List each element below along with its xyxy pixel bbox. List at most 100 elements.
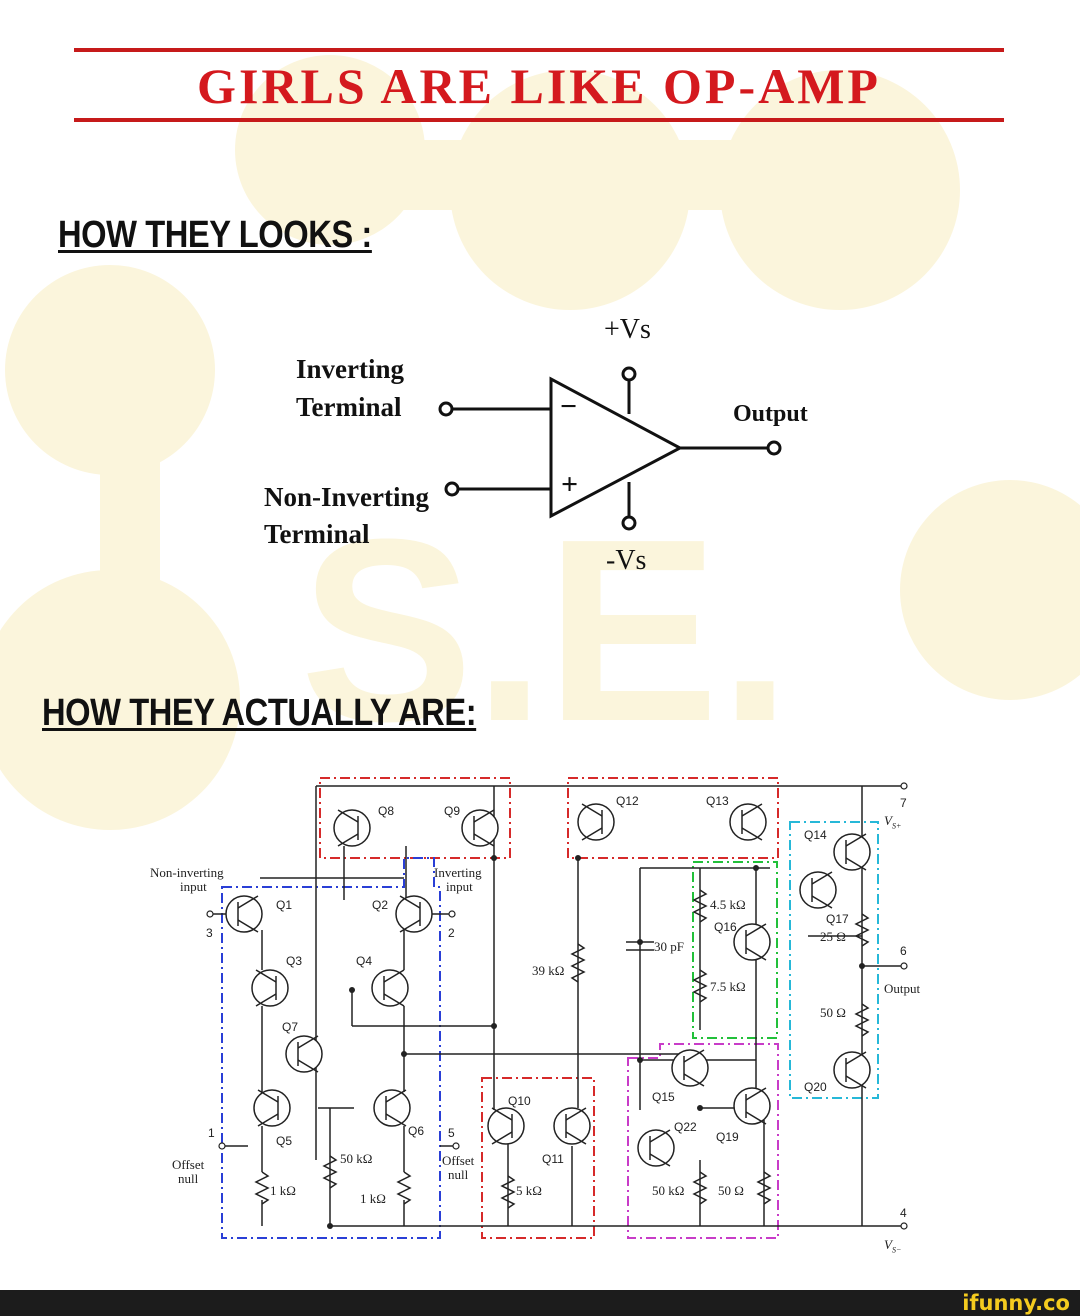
transistor-q1 (225, 895, 263, 933)
title-bottom-rule (74, 118, 1004, 122)
noninv-input-label-1: Non-inverting (150, 865, 224, 880)
label-q11: Q11 (542, 1152, 564, 1166)
pin-7-label: 7 (900, 796, 907, 810)
label-r-1k-a: 1 kΩ (270, 1183, 296, 1198)
resistor-5k (500, 1175, 516, 1209)
transistor-q19 (733, 1087, 771, 1125)
vs-minus-label: VS− (884, 1238, 901, 1258)
label-q13: Q13 (706, 794, 729, 808)
resistor-25 (854, 913, 870, 947)
pin-5-label: 5 (448, 1126, 455, 1140)
label-q10: Q10 (508, 1094, 531, 1108)
pin-1-label: 1 (208, 1126, 215, 1140)
label-q16: Q16 (714, 920, 737, 934)
schematic-output-label: Output (884, 981, 921, 996)
resistor-1k-a (254, 1171, 270, 1205)
transistor-q2 (395, 895, 433, 933)
transistor-q7 (285, 1035, 323, 1073)
protect-box-q15-q19-q22 (627, 1043, 779, 1239)
resistor-50-right (756, 1171, 772, 1205)
heading-how-they-actually-are: HOW THEY ACTUALLY ARE: (42, 692, 477, 734)
offset-null-left-1: Offset (172, 1157, 205, 1172)
output-box-q14-q20 (789, 821, 879, 1099)
transistor-q16 (733, 923, 771, 961)
label-q17: Q17 (826, 912, 849, 926)
heading-how-they-looks: HOW THEY LOOKS : (58, 214, 372, 256)
label-r-1k-b: 1 kΩ (360, 1191, 386, 1206)
footer-bar: ifunny.co (0, 1290, 1080, 1316)
transistor-q12 (577, 803, 615, 841)
resistor-50k-left (322, 1155, 338, 1189)
transistor-q22 (637, 1129, 675, 1167)
noninverting-terminal-label-1: Non-Inverting (264, 482, 430, 512)
pin-6-label: 6 (900, 944, 907, 958)
offset-null-left-2: null (178, 1171, 199, 1186)
inverting-terminal-label-1: Inverting (296, 354, 404, 384)
inverting-terminal-label-2: Terminal (296, 392, 402, 422)
mirror-box-q12-q13 (567, 777, 779, 859)
resistor-39k (570, 943, 586, 983)
label-q5: Q5 (276, 1134, 293, 1148)
vminus-label: -Vs (606, 545, 647, 576)
ifunny-watermark[interactable]: ifunny.co (962, 1291, 1070, 1315)
transistor-q14 (833, 833, 871, 871)
pin-3-label: 3 (206, 926, 213, 940)
page-title: GIRLS ARE LIKE OP-AMP (197, 58, 881, 114)
transistor-q11 (553, 1107, 591, 1145)
resistor-4-5k (692, 889, 708, 923)
transistor-q4 (371, 969, 409, 1007)
transistor-q3 (251, 969, 289, 1007)
label-q15: Q15 (652, 1090, 675, 1104)
noninv-input-label-2: input (180, 879, 207, 894)
transistor-q17 (799, 871, 837, 909)
label-q19: Q19 (716, 1130, 739, 1144)
label-q9: Q9 (444, 804, 461, 818)
label-q12: Q12 (616, 794, 639, 808)
resistor-50-out (854, 1003, 870, 1037)
label-q2: Q2 (372, 898, 389, 912)
title-banner: GIRLS ARE LIKE OP-AMP (74, 48, 1004, 124)
inv-input-label-2: input (446, 879, 473, 894)
inv-input-label-1: Inverting (434, 865, 482, 880)
label-r-4-5k: 4.5 kΩ (710, 897, 746, 912)
vs-minus-subscript: S− (891, 1245, 902, 1255)
vs-minus-letter: V (884, 1237, 892, 1252)
bias-box-q10-q11 (481, 1077, 595, 1239)
transistor-q8 (333, 809, 371, 847)
transistor-q9 (461, 809, 499, 847)
label-r-50-right: 50 Ω (718, 1183, 744, 1198)
transistor-q5 (253, 1089, 291, 1127)
label-q4: Q4 (356, 954, 373, 968)
pin-4-label: 4 (900, 1206, 907, 1220)
label-q1: Q1 (276, 898, 293, 912)
plus-sign: + (561, 468, 579, 501)
resistor-50k-right (692, 1171, 708, 1205)
transistor-q13 (729, 803, 767, 841)
vs-plus-letter: V (884, 813, 892, 828)
transistor-q6 (373, 1089, 411, 1127)
label-q7: Q7 (282, 1020, 299, 1034)
vplus-label: +Vs (604, 314, 651, 345)
title-top-rule (74, 48, 1004, 52)
label-r-50k-left: 50 kΩ (340, 1151, 373, 1166)
label-q22: Q22 (674, 1120, 697, 1134)
label-q3: Q3 (286, 954, 303, 968)
vs-plus-subscript: S+ (891, 821, 902, 831)
label-q20: Q20 (804, 1080, 827, 1094)
transistor-q10 (487, 1107, 525, 1145)
label-cap-30p: 30 pF (654, 939, 684, 954)
label-r-5k: 5 kΩ (516, 1183, 542, 1198)
offset-null-right-2: null (448, 1167, 469, 1182)
output-label: Output (733, 401, 808, 427)
transistor-q15 (671, 1049, 709, 1087)
input-stage-box (221, 857, 441, 1239)
label-r-39k: 39 kΩ (532, 963, 565, 978)
vs-plus-label: VS+ (884, 814, 901, 834)
noninverting-terminal-label-2: Terminal (264, 519, 370, 549)
label-r-25: 25 Ω (820, 929, 846, 944)
label-r-7-5k: 7.5 kΩ (710, 979, 746, 994)
transistor-q20 (833, 1051, 871, 1089)
pin-2-label: 2 (448, 926, 455, 940)
